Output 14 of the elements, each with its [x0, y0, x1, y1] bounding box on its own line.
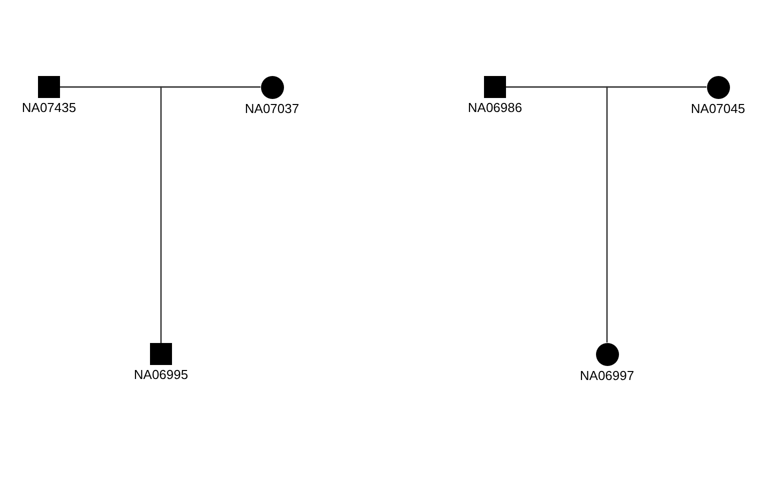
descent-line — [606, 86, 706, 342]
square-symbol — [484, 76, 506, 98]
individual-id-label: NA07045 — [690, 100, 746, 116]
circle-symbol — [596, 342, 618, 366]
circle-symbol — [260, 76, 284, 98]
individual-id-label: NA06986 — [468, 100, 522, 115]
individual-id-label: NA07037 — [244, 100, 300, 116]
square-symbol — [38, 76, 60, 98]
square-symbol — [150, 343, 172, 365]
descent-line — [160, 86, 260, 343]
individual-id-label: NA07435 — [22, 100, 76, 115]
individual-id-label: NA06997 — [580, 368, 634, 382]
individual-id-label: NA06995 — [134, 367, 188, 382]
circle-symbol — [706, 76, 730, 98]
